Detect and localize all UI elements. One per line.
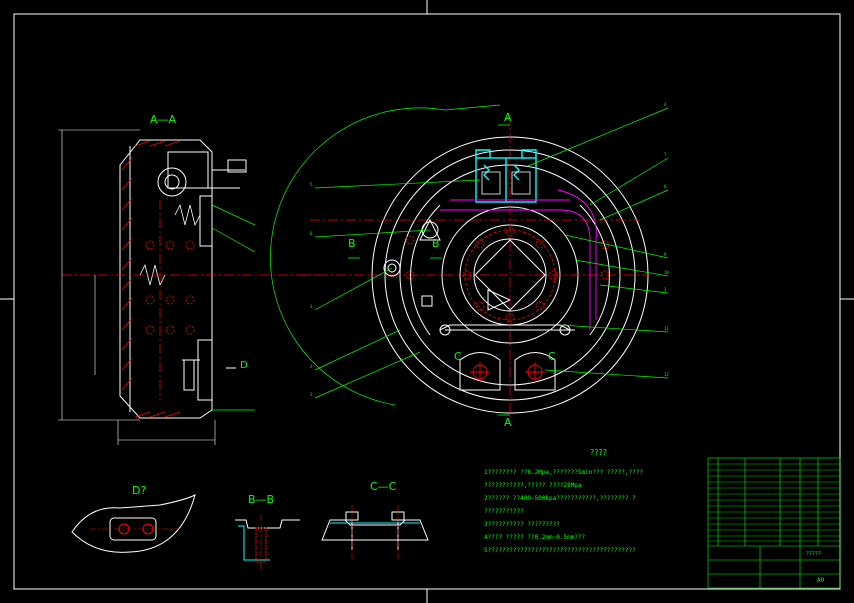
note-line: ??????????? [484,508,524,515]
view-d-title: D? [132,484,146,497]
section-c-c-view: C—C [321,480,429,560]
title-block-format: A0 [817,577,825,584]
note-line: 2?????? ??400~500kpa???????????,????????… [484,495,636,502]
svg-text:3: 3 [664,287,667,292]
cut-c-left-label: C [454,350,462,363]
note-line: 5???????????????????????????????????????… [484,547,636,554]
section-a-a-title: A—A [150,113,177,126]
svg-text:12: 12 [664,372,669,377]
svg-text:9: 9 [664,252,667,257]
section-a-a-view: A—A D [58,113,320,445]
notes-title: ???? [590,448,607,457]
svg-text:5: 5 [310,182,313,187]
svg-text:6: 6 [310,231,313,236]
title-block-name: ????? [806,551,821,557]
cut-b-right-label: B [432,237,440,250]
section-b-b-title: B—B [248,493,274,506]
note-line: 3?????????? ????????? [484,521,560,528]
view-d-label: D [240,360,248,371]
cut-b-left-label: B [348,237,356,250]
section-c-c-title: C—C [370,480,397,493]
parts-list-rows [708,463,840,542]
title-block [707,457,841,589]
note-line: ???????????,????? ????28Mpa [484,482,582,489]
svg-text:3: 3 [310,304,313,309]
svg-text:7: 7 [664,152,667,157]
svg-text:10: 10 [664,270,669,275]
svg-text:2: 2 [310,364,313,369]
cut-c-right-label: C [548,350,556,363]
section-b-b-view: B—B [235,493,300,570]
svg-text:1: 1 [310,392,313,397]
front-view: A A B B C C 4 7 8 9 10 3 11 12 5 6 3 2 [270,102,669,429]
note-line: 1???????? ??8.2Mpa,???????5min??? ?????,… [484,469,643,476]
cut-a-top-label: A [504,111,512,124]
view-d: D? [71,484,196,553]
svg-text:4: 4 [664,102,667,107]
svg-text:11: 11 [664,326,669,331]
svg-text:8: 8 [664,184,667,189]
cut-a-bottom-label: A [504,416,512,429]
note-line: 4???? ????? ??0.2mm~0.5mm??? [484,534,586,541]
